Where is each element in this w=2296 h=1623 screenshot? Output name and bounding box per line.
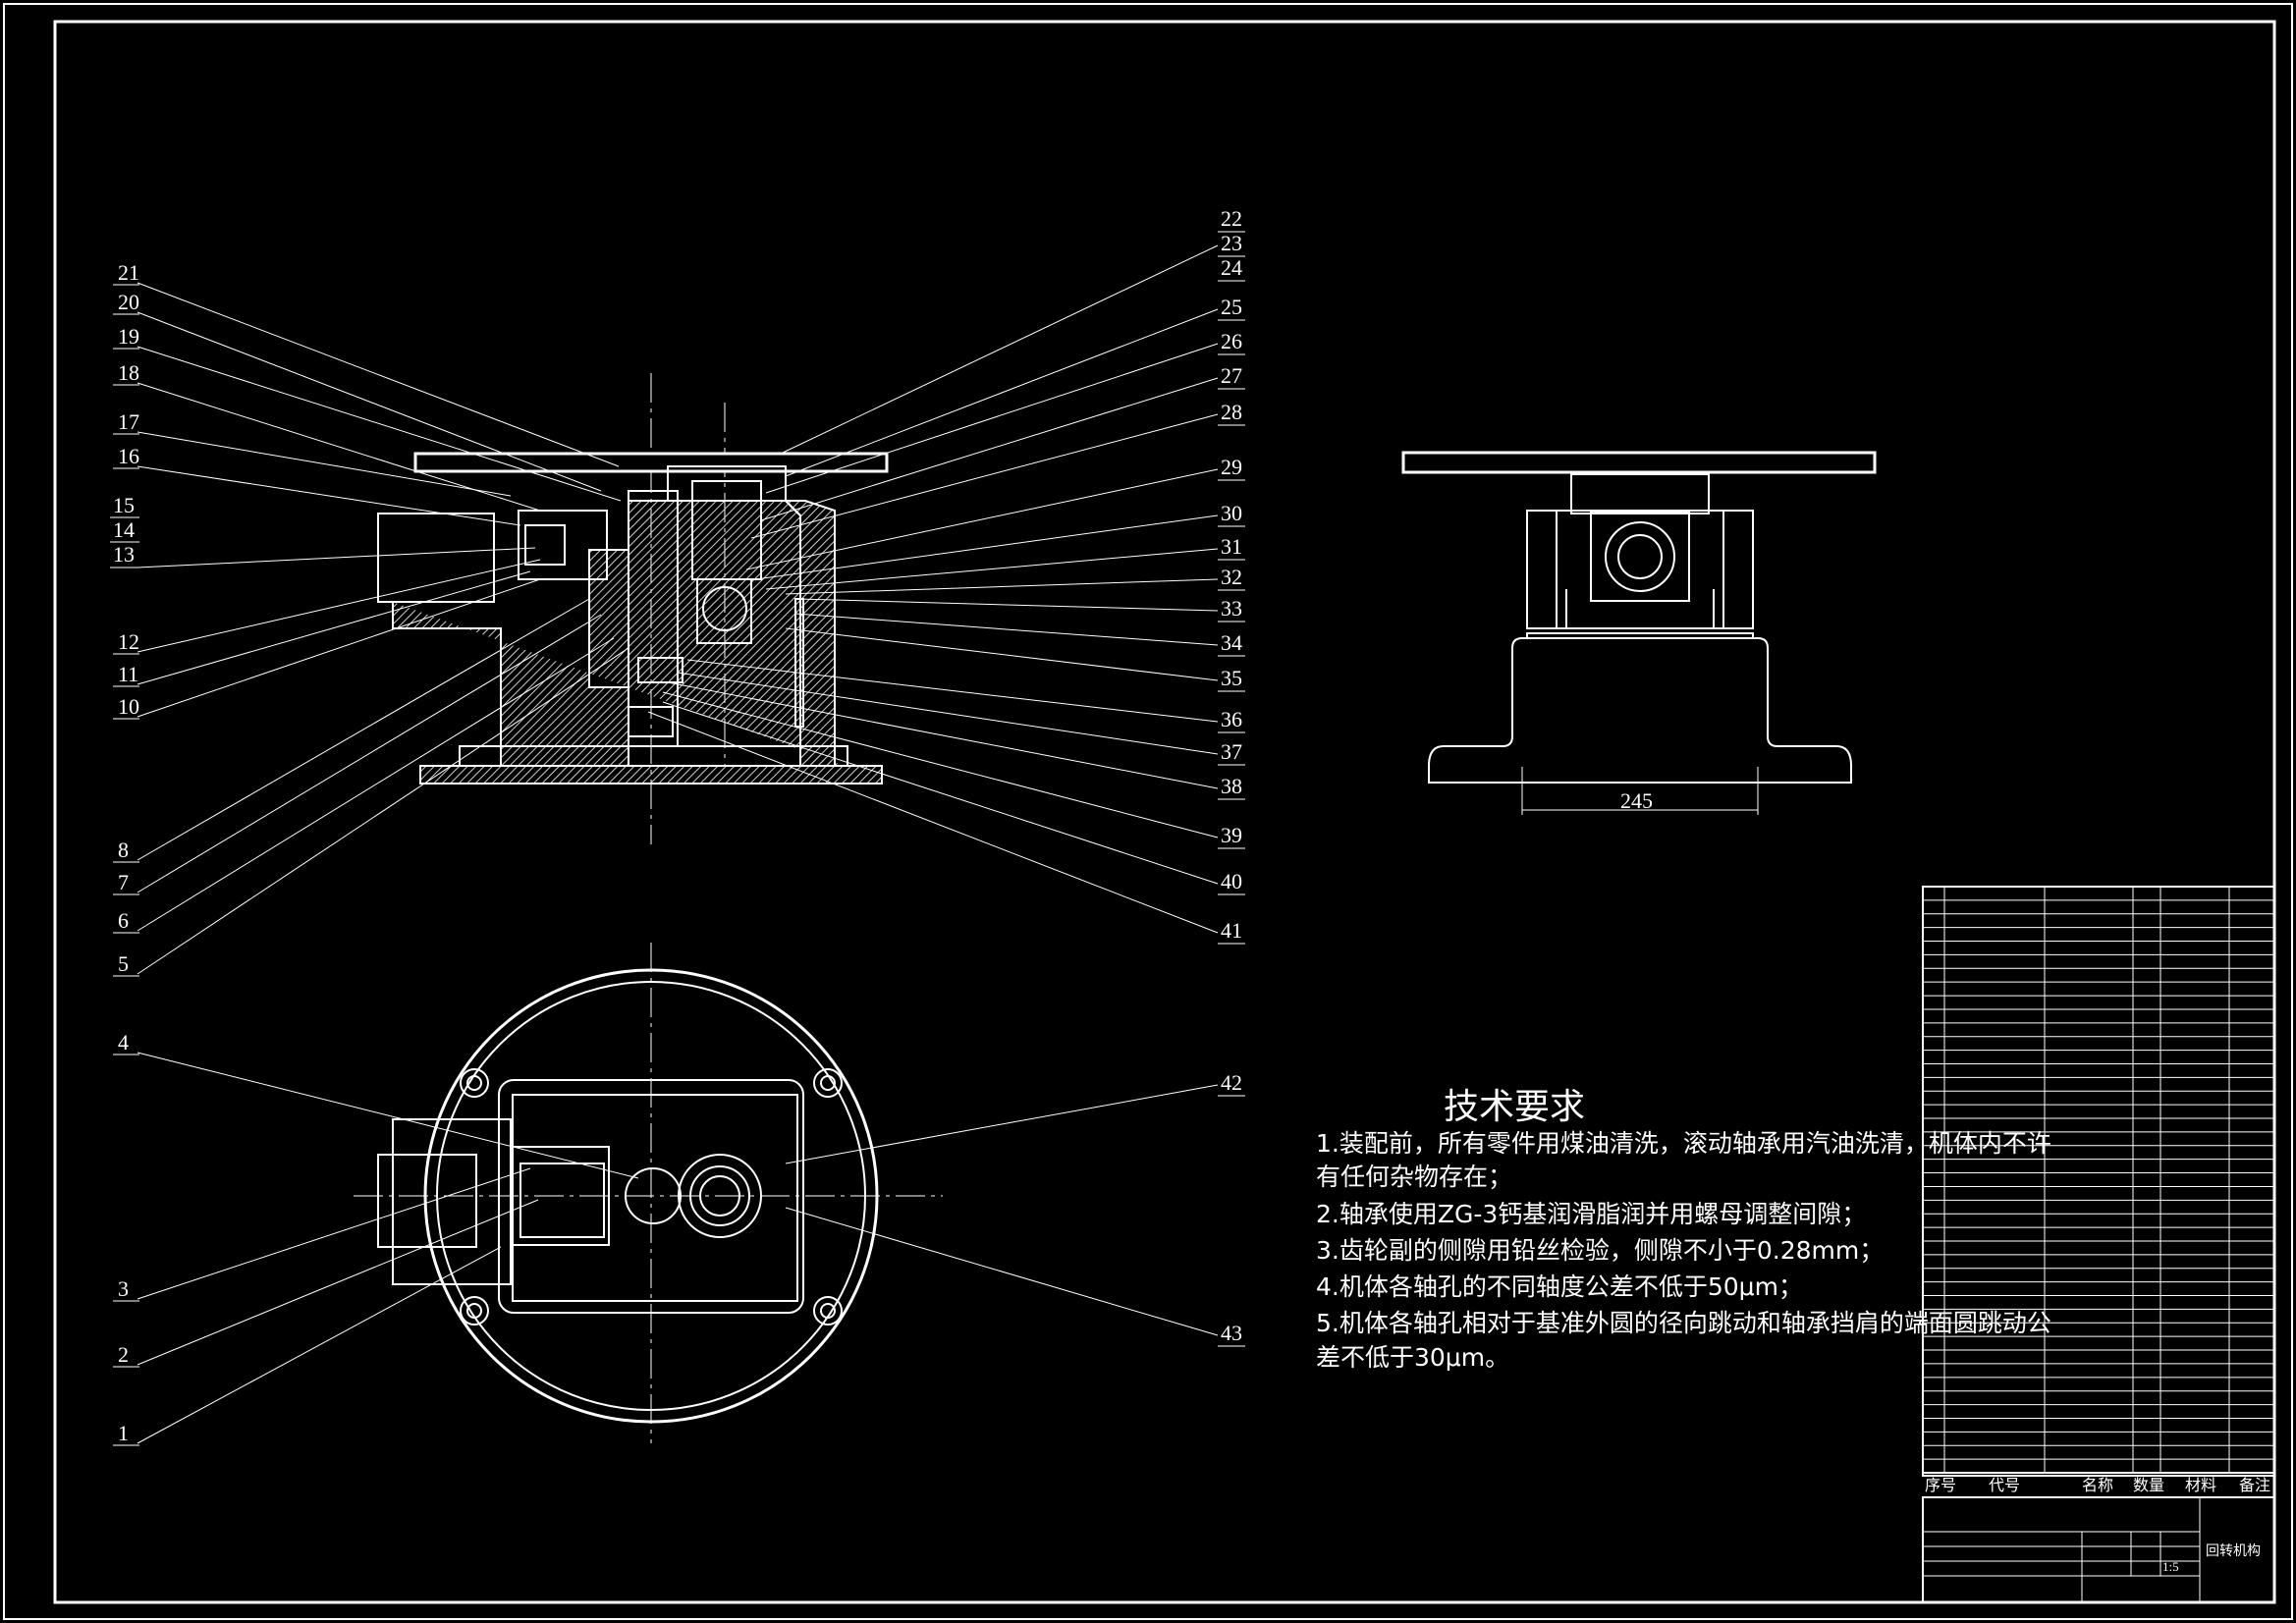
callout-40: 40	[1221, 869, 1242, 893]
callout-5: 5	[118, 951, 129, 976]
callout-32: 32	[1221, 565, 1242, 589]
top-view	[354, 943, 943, 1443]
bom-header-name: 名称	[2082, 1477, 2113, 1494]
callout-3: 3	[118, 1276, 129, 1301]
callout-25: 25	[1221, 295, 1242, 319]
callout-42: 42	[1221, 1070, 1242, 1095]
callout-28: 28	[1221, 400, 1242, 424]
callout-17: 17	[118, 409, 139, 434]
callout-43: 43	[1221, 1321, 1242, 1345]
tech-requirements-title: 技术要求	[1444, 1087, 1586, 1127]
tech-req-line-3: 2.轴承使用ZG-3钙基润滑脂润并用螺母调整间隙；	[1316, 1200, 1867, 1228]
outer-border	[3, 3, 2293, 1620]
callout-2: 2	[118, 1342, 129, 1367]
callout-23: 23	[1221, 231, 1242, 255]
callout-20: 20	[118, 290, 139, 314]
callout-8: 8	[118, 838, 129, 862]
callout-24: 24	[1221, 255, 1242, 280]
callout-21: 21	[118, 260, 139, 285]
drawing-name: 回转机构	[2206, 1543, 2261, 1559]
side-view	[1401, 451, 1877, 815]
callout-22: 22	[1221, 206, 1242, 231]
callout-26: 26	[1221, 329, 1242, 353]
bom-header-remark: 备注	[2239, 1477, 2270, 1494]
callout-6: 6	[118, 908, 129, 933]
bom-header: 序号 代号 名称 数量 材料 备注	[1925, 1477, 2270, 1494]
callout-14: 14	[113, 517, 135, 542]
tech-req-line-6: 5.机体各轴孔相对于基准外圆的径向跳动和轴承挡肩的端面圆跳动公	[1316, 1309, 2051, 1337]
callout-1: 1	[118, 1421, 129, 1445]
callout-35: 35	[1221, 666, 1242, 690]
title-block	[1922, 1496, 2275, 1603]
bom-header-seq: 序号	[1925, 1477, 1956, 1494]
callout-18: 18	[118, 360, 139, 385]
tech-req-line-7: 差不低于30μm。	[1316, 1343, 1510, 1372]
callout-30: 30	[1221, 501, 1242, 525]
callout-31: 31	[1221, 534, 1242, 559]
callout-7: 7	[118, 870, 129, 894]
callout-27: 27	[1221, 363, 1242, 388]
bom-header-qty: 数量	[2133, 1477, 2164, 1494]
callout-11: 11	[118, 662, 138, 686]
callout-underlines-left	[110, 284, 139, 1446]
callout-36: 36	[1221, 707, 1242, 731]
callout-12: 12	[118, 629, 139, 654]
dimension-245: 245	[1620, 788, 1653, 813]
front-section-view	[377, 373, 889, 844]
callouts-left: 21 20 19 18 17 16 15 14 13 12 11 10 8 7 …	[113, 260, 139, 1445]
callout-underlines-right	[1218, 231, 1245, 1347]
callout-39: 39	[1221, 823, 1242, 847]
callout-38: 38	[1221, 774, 1242, 798]
tech-req-line-1: 1.装配前，所有零件用煤油清洗，滚动轴承用汽油洗清，机体内不许	[1316, 1129, 2051, 1158]
leader-lines	[137, 244, 1219, 1444]
bom-header-code: 代号	[1989, 1477, 2020, 1494]
callout-33: 33	[1221, 596, 1242, 621]
inner-border	[53, 20, 2276, 1604]
callout-41: 41	[1221, 918, 1242, 943]
scale: 1:5	[2162, 1559, 2179, 1574]
callout-13: 13	[113, 542, 135, 567]
bom-header-material: 材料	[2185, 1477, 2216, 1494]
callout-29: 29	[1221, 455, 1242, 479]
bom-table	[1922, 886, 2275, 1498]
callout-16: 16	[118, 444, 139, 468]
bom-rows	[1923, 899, 2274, 1460]
tech-req-line-2: 有任何杂物存在；	[1316, 1163, 1513, 1191]
tech-req-line-5: 4.机体各轴孔的不同轴度公差不低于50μm；	[1316, 1272, 1803, 1301]
callout-15: 15	[113, 493, 135, 517]
callout-34: 34	[1221, 630, 1242, 655]
tech-req-line-4: 3.齿轮副的侧隙用铅丝检验，侧隙不小于0.28mm；	[1316, 1236, 1885, 1265]
callouts-right: 22 23 24 25 26 27 28 29 30 31 32 33 34 3…	[1221, 206, 1242, 1345]
callout-19: 19	[118, 324, 139, 349]
callout-4: 4	[118, 1030, 129, 1055]
callout-10: 10	[118, 694, 139, 719]
callout-37: 37	[1221, 739, 1242, 764]
